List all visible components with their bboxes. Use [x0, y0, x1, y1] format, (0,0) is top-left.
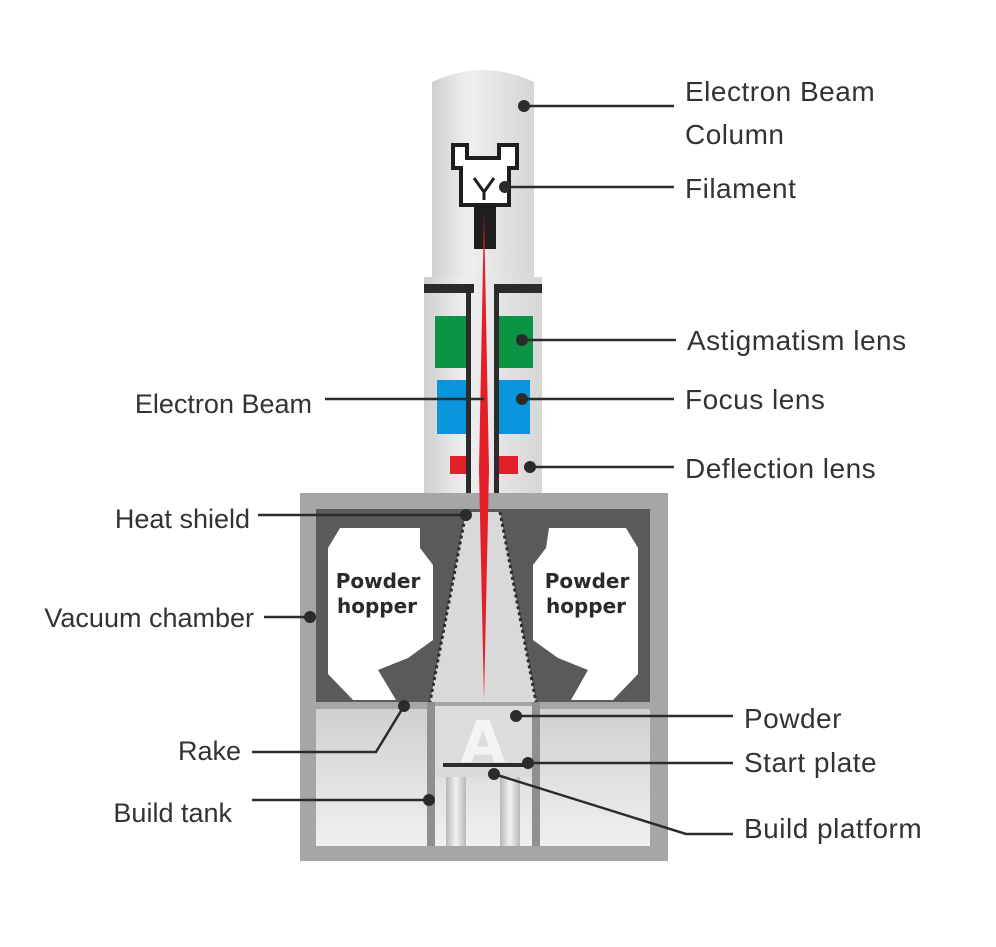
- callout-deflection-lens: Deflection lens: [524, 453, 876, 484]
- focus-lens-right: [499, 380, 530, 434]
- callout-rake: Rake: [178, 700, 410, 766]
- powder-hopper-right: [533, 528, 638, 700]
- deflection-lens-left: [450, 456, 466, 474]
- callout-powder: Powder: [510, 703, 842, 734]
- powder-hopper-right-label-2: hopper: [546, 594, 626, 618]
- rake-label: Rake: [178, 736, 241, 766]
- deflection-lens-right: [499, 456, 518, 474]
- astigmatism-lens-left: [435, 316, 466, 368]
- callout-heat-shield: Heat shield: [115, 504, 472, 534]
- callout-electron-beam: Electron Beam: [135, 389, 484, 419]
- beam-tube-wall-right: [494, 285, 499, 517]
- callout-build-platform: Build platform: [488, 768, 922, 844]
- powder-hopper-left-label-2: hopper: [337, 594, 417, 618]
- callout-vacuum-chamber: Vacuum chamber: [44, 603, 316, 633]
- beam-tube-wall-left: [466, 285, 471, 517]
- focus-lens-left: [437, 380, 466, 434]
- vacuum-chamber-label: Vacuum chamber: [44, 603, 254, 633]
- build-platform-label: Build platform: [744, 813, 922, 844]
- start-plate: [443, 763, 525, 767]
- column-cap-right: [494, 284, 542, 293]
- build-platform: [435, 769, 532, 777]
- deflection-lens-label: Deflection lens: [685, 453, 876, 484]
- callout-focus-lens: Focus lens: [516, 384, 825, 415]
- powder-hopper-left: [328, 528, 433, 700]
- focus-lens-label: Focus lens: [685, 384, 825, 415]
- callout-filament: Filament: [499, 173, 796, 204]
- filament-label: Filament: [685, 173, 796, 204]
- astigmatism-lens-right: [499, 316, 533, 368]
- electron-beam-label: Electron Beam: [135, 389, 312, 419]
- callout-build-tank: Build tank: [113, 794, 435, 828]
- astigmatism-lens-label: Astigmatism lens: [687, 325, 907, 356]
- powder-label: Powder: [744, 703, 842, 734]
- column-cap-left: [424, 284, 474, 293]
- callout-electron-beam-column: Electron Beam Column: [518, 76, 875, 150]
- platform-rod-right: [500, 777, 520, 846]
- build-well-wall-right: [532, 702, 540, 846]
- callout-start-plate: Start plate: [522, 747, 877, 778]
- heat-shield-right-edge: [498, 511, 538, 703]
- heat-shield-label: Heat shield: [115, 504, 250, 534]
- electron-beam: [479, 212, 489, 700]
- platform-rod-left: [446, 777, 466, 846]
- powder-hopper-right-label-1: Powder: [545, 569, 630, 593]
- start-plate-label: Start plate: [744, 747, 877, 778]
- callout-astigmatism-lens: Astigmatism lens: [516, 325, 907, 356]
- electron-beam-column-label-1: Electron Beam: [685, 76, 875, 107]
- build-tank-label: Build tank: [113, 798, 232, 828]
- build-well-wall-left: [427, 702, 435, 846]
- powder-hopper-left-label-1: Powder: [336, 569, 421, 593]
- heat-shield-left-edge: [428, 511, 468, 703]
- electron-beam-column-label-2: Column: [685, 119, 784, 150]
